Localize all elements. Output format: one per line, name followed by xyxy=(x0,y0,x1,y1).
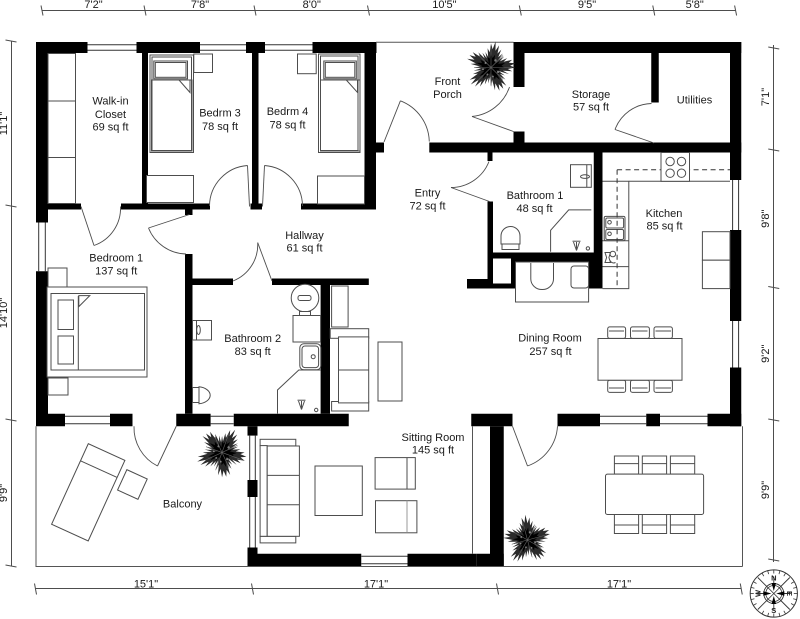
svg-text:Front: Front xyxy=(435,76,461,88)
svg-text:Kitchen: Kitchen xyxy=(646,208,683,220)
svg-text:17'1": 17'1" xyxy=(364,579,388,591)
svg-text:85 sq ft: 85 sq ft xyxy=(646,221,682,233)
svg-text:S: S xyxy=(771,606,776,615)
svg-text:137 sq ft: 137 sq ft xyxy=(95,266,137,278)
svg-text:Entry: Entry xyxy=(415,188,441,200)
svg-text:69 sq ft: 69 sq ft xyxy=(92,122,128,134)
svg-text:145 sq ft: 145 sq ft xyxy=(412,445,454,457)
svg-text:Dining Room: Dining Room xyxy=(518,333,582,345)
svg-text:83 sq ft: 83 sq ft xyxy=(235,346,271,358)
svg-text:W: W xyxy=(754,589,763,597)
svg-text:7'1": 7'1" xyxy=(760,88,772,106)
svg-text:9'8": 9'8" xyxy=(760,210,772,228)
svg-text:9'5": 9'5" xyxy=(578,0,596,11)
svg-text:Utilities: Utilities xyxy=(677,95,713,107)
svg-text:Storage: Storage xyxy=(572,89,611,101)
svg-text:Walk-in: Walk-in xyxy=(92,96,128,108)
svg-text:61 sq ft: 61 sq ft xyxy=(286,243,322,255)
svg-text:Balcony: Balcony xyxy=(163,499,203,511)
svg-text:Sitting Room: Sitting Room xyxy=(402,432,465,444)
svg-text:8'0": 8'0" xyxy=(303,0,321,11)
svg-text:11'1": 11'1" xyxy=(0,112,10,136)
svg-text:Closet: Closet xyxy=(95,109,126,121)
svg-text:E: E xyxy=(785,591,794,596)
svg-text:Bedrm 4: Bedrm 4 xyxy=(267,106,309,118)
svg-text:Bathroom 2: Bathroom 2 xyxy=(224,333,281,345)
svg-text:N: N xyxy=(771,573,776,582)
svg-text:Bedrm 3: Bedrm 3 xyxy=(199,108,241,120)
svg-text:57 sq ft: 57 sq ft xyxy=(573,102,609,114)
svg-text:Porch: Porch xyxy=(433,89,462,101)
svg-text:78 sq ft: 78 sq ft xyxy=(202,121,238,133)
svg-text:14'10": 14'10" xyxy=(0,298,10,329)
svg-text:72 sq ft: 72 sq ft xyxy=(409,201,445,213)
svg-text:9'2": 9'2" xyxy=(760,345,772,363)
svg-text:48 sq ft: 48 sq ft xyxy=(516,203,552,215)
svg-text:Bathroom 1: Bathroom 1 xyxy=(507,190,564,202)
svg-text:17'1": 17'1" xyxy=(607,579,631,591)
svg-text:Hallway: Hallway xyxy=(285,230,324,242)
svg-text:9'9": 9'9" xyxy=(760,481,772,499)
svg-text:9'9": 9'9" xyxy=(0,484,10,502)
svg-text:Bedroom 1: Bedroom 1 xyxy=(89,253,143,265)
svg-text:5'8": 5'8" xyxy=(686,0,704,11)
svg-text:7'8": 7'8" xyxy=(191,0,209,11)
svg-text:78 sq ft: 78 sq ft xyxy=(269,120,305,132)
svg-text:257 sq ft: 257 sq ft xyxy=(529,346,571,358)
svg-text:7'2": 7'2" xyxy=(84,0,102,11)
svg-text:10'5": 10'5" xyxy=(432,0,456,11)
svg-text:15'1": 15'1" xyxy=(134,579,158,591)
